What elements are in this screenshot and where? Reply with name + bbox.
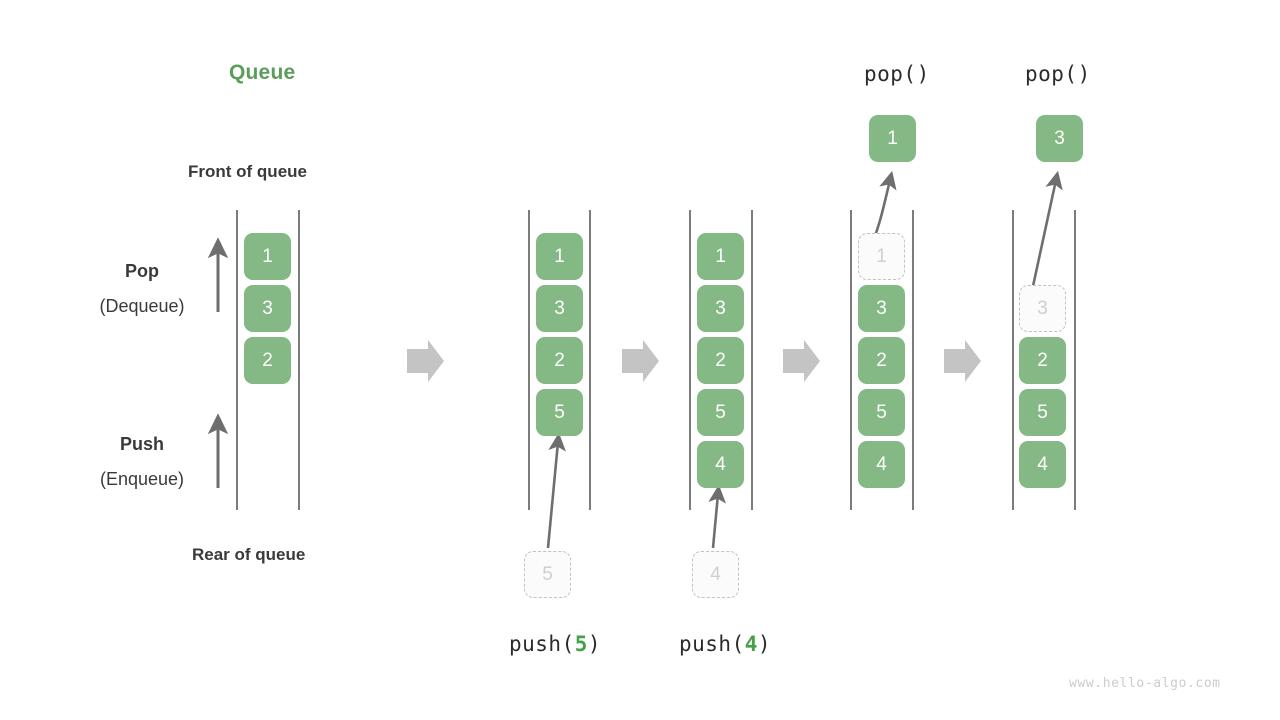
page-title: Queue [229,61,296,84]
queue-cell: 4 [697,441,744,488]
pop-3-extract-arrow [1028,170,1063,301]
push-5-operation-label: push(5) [509,632,601,656]
queue-cell: 2 [1019,337,1066,384]
queue-cell: 2 [536,337,583,384]
push-5-insert-arrow [546,432,566,549]
transition-arrow-4 [944,340,981,382]
push-suffix: ) [587,632,602,656]
queue-cell: 4 [858,441,905,488]
queue-cell: 2 [858,337,905,384]
push-input-ghost-cell: 4 [692,551,739,598]
queue-cell: 3 [244,285,291,332]
push-label: Push [119,434,164,454]
push-prefix: push( [679,632,745,656]
popped-ghost-cell: 3 [1019,285,1066,332]
push-input-ghost-cell: 5 [524,551,571,598]
pop-operation-label: pop() [1025,62,1091,86]
transition-arrow-3 [783,340,820,382]
watermark: www.hello-algo.com [1069,676,1221,691]
enqueue-label: (Enqueue) [99,469,185,489]
push-4-operation-label: push(4) [679,632,771,656]
queue-cell: 5 [536,389,583,436]
queue-cell: 2 [697,337,744,384]
popped-ghost-cell: 1 [858,233,905,280]
pop-operation-label: pop() [864,62,930,86]
queue-cell: 5 [697,389,744,436]
transition-arrow-1 [407,340,444,382]
queue-cell: 5 [1019,389,1066,436]
queue-cell: 1 [697,233,744,280]
push-prefix: push( [509,632,575,656]
queue-cell: 1 [244,233,291,280]
queue-cell: 3 [697,285,744,332]
transition-arrow-2 [622,340,659,382]
pop-output-cell: 3 [1036,115,1083,162]
front-of-queue-label: Front of queue [188,162,307,181]
queue-cell: 1 [536,233,583,280]
queue-cell: 5 [858,389,905,436]
push-argument: 4 [744,632,758,656]
dequeue-label: (Dequeue) [99,296,185,316]
push-4-insert-arrow [708,484,726,549]
pop-output-cell: 1 [869,115,916,162]
queue-cell: 2 [244,337,291,384]
queue-cell: 3 [858,285,905,332]
push-argument: 5 [574,632,588,656]
queue-cell: 4 [1019,441,1066,488]
pop-label: Pop [125,261,159,281]
queue-cell: 3 [536,285,583,332]
push-suffix: ) [757,632,772,656]
rear-of-queue-label: Rear of queue [192,545,306,564]
